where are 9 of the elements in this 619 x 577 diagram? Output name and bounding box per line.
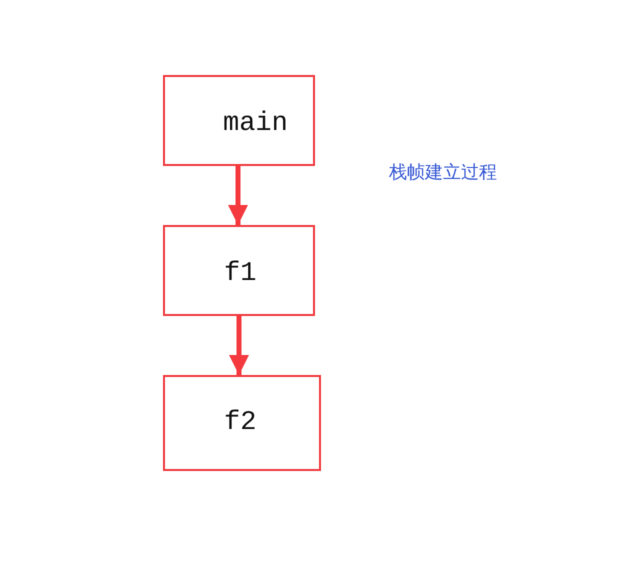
function-name: main (223, 111, 288, 138)
arrow (229, 316, 249, 375)
arrow (228, 166, 248, 225)
function-name: f1 (224, 261, 256, 288)
process-box (163, 375, 321, 471)
function-name: f2 (224, 410, 256, 437)
note-text: 栈帧建立过程 (389, 162, 497, 184)
process-box (163, 75, 315, 166)
process-box (163, 225, 315, 316)
